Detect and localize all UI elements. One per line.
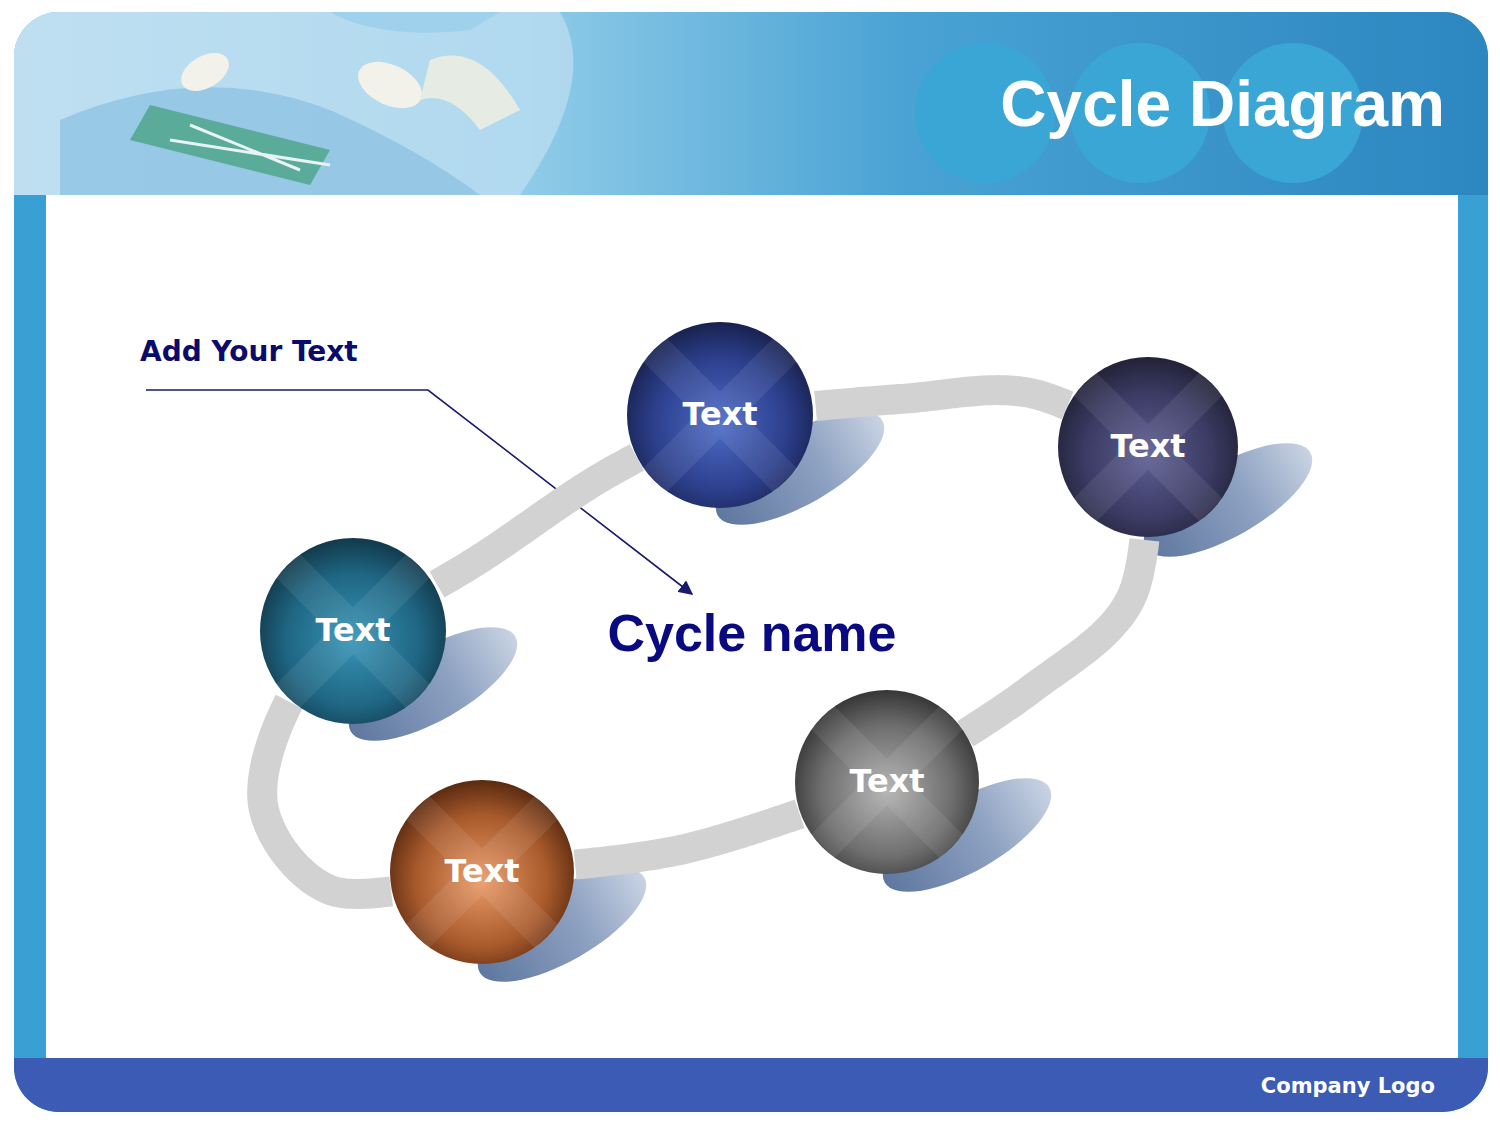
sphere-text: Text <box>682 397 757 432</box>
slide-title: Cycle Diagram <box>700 72 1445 136</box>
surgery-illustration <box>14 12 573 195</box>
content-area <box>46 195 1458 1058</box>
sphere-highlight <box>288 566 418 696</box>
sphere-text: Text <box>444 854 519 889</box>
cycle-sphere: Text <box>260 538 446 724</box>
slide-frame <box>14 12 1488 1112</box>
header-gradient <box>14 12 1488 195</box>
cycle-ring-segment <box>262 702 391 894</box>
header-band <box>14 12 1488 1112</box>
sphere-fill <box>795 690 979 874</box>
sphere-fill <box>390 780 574 964</box>
sphere-highlight <box>823 718 952 847</box>
sphere-highlight <box>418 808 547 937</box>
footer-band <box>14 1058 1488 1112</box>
cycle-ring-segment <box>816 390 1068 406</box>
sphere-text: Text <box>315 613 390 648</box>
cycle-sphere: Text <box>795 690 979 874</box>
cycle-sphere: Text <box>627 322 813 508</box>
sphere-text: Text <box>1110 429 1185 464</box>
company-logo: Company Logo <box>1150 1074 1435 1098</box>
sphere-fill <box>627 322 813 508</box>
cycle-sphere: Text <box>390 780 574 964</box>
leader-line <box>146 390 692 594</box>
sphere-text: Text <box>849 764 924 799</box>
sphere-fill <box>260 538 446 724</box>
sphere-highlight <box>1085 384 1211 510</box>
cycle-ring-segment <box>965 540 1144 734</box>
sphere-highlight <box>655 350 785 480</box>
sphere-fill <box>1058 357 1238 537</box>
cycle-ring-segment <box>437 457 637 584</box>
cycle-ring-segment <box>575 814 800 865</box>
callout-text: Add Your Text <box>140 336 470 368</box>
cycle-name: Cycle name <box>552 604 952 664</box>
cycle-sphere: Text <box>1058 357 1238 537</box>
